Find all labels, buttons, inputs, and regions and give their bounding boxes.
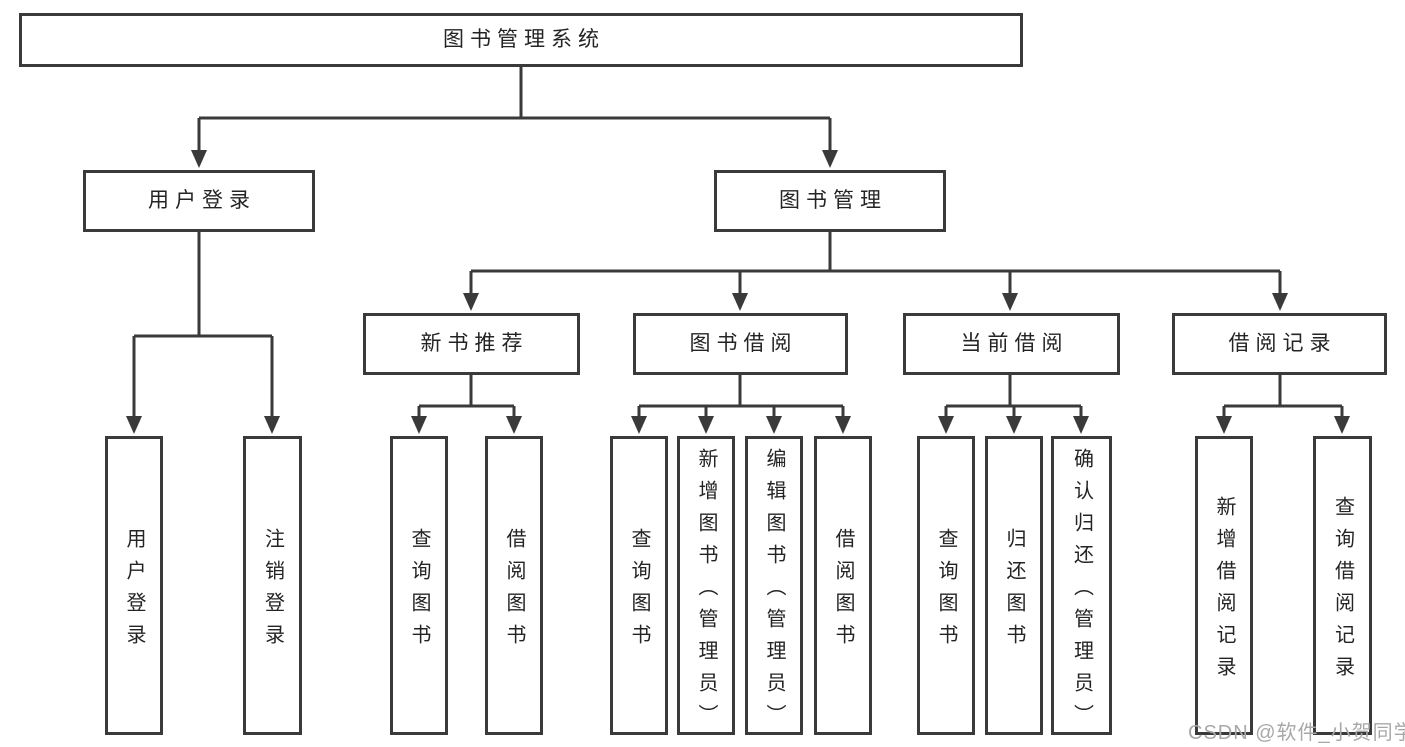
leaf-br-add-record: 新增借阅记录 xyxy=(1195,436,1253,735)
node-current-borrow-label: 当前借阅 xyxy=(960,332,1069,356)
user-login-connectors xyxy=(126,232,280,434)
leaf-group-connectors xyxy=(411,375,1350,434)
leaf-cb-return-book-label: 归还图书 xyxy=(1003,527,1025,656)
leaf-bb-query-book-label: 查询图书 xyxy=(628,527,650,656)
node-user-login-label: 用户登录 xyxy=(148,189,256,213)
node-borrow-records: 借阅记录 xyxy=(1172,313,1387,375)
leaf-cb-return-book: 归还图书 xyxy=(985,436,1043,735)
leaf-bb-borrow-book-label: 借阅图书 xyxy=(832,527,854,656)
leaf-bb-query-book: 查询图书 xyxy=(610,436,668,735)
connector-line xyxy=(132,232,274,418)
leaf-logout: 注销登录 xyxy=(243,436,302,735)
leaf-bb-add-book-admin-label: 新增图书（管理员） xyxy=(695,447,717,736)
leaf-bb-edit-book-admin-label: 编辑图书（管理员） xyxy=(763,447,785,736)
connector-line xyxy=(469,232,1282,295)
leaf-nbr-query-book-label: 查询图书 xyxy=(408,527,430,656)
arrowhead-down-icon xyxy=(264,416,280,434)
arrowhead-down-icon xyxy=(1334,416,1350,434)
leaf-nbr-query-book: 查询图书 xyxy=(390,436,448,735)
arrowhead-down-icon xyxy=(631,416,647,434)
book-mgmt-connectors xyxy=(463,232,1288,311)
node-book-mgmt-label: 图书管理 xyxy=(779,189,887,213)
arrowhead-down-icon xyxy=(126,416,142,434)
node-book-mgmt: 图书管理 xyxy=(714,170,946,232)
node-borrow-records-label: 借阅记录 xyxy=(1228,332,1337,356)
leaf-br-query-record-label: 查询借阅记录 xyxy=(1331,495,1354,688)
leaf-user-login-label: 用户登录 xyxy=(123,527,145,656)
arrowhead-down-icon xyxy=(698,416,714,434)
node-user-login: 用户登录 xyxy=(83,170,315,232)
leaf-br-add-record-label: 新增借阅记录 xyxy=(1213,495,1235,688)
arrowhead-down-icon xyxy=(191,150,207,168)
arrowhead-down-icon xyxy=(835,416,851,434)
node-new-book-rec: 新书推荐 xyxy=(363,313,580,375)
node-book-borrow: 图书借阅 xyxy=(633,313,848,375)
leaf-bb-edit-book-admin: 编辑图书（管理员） xyxy=(745,436,803,736)
leaf-br-query-record: 查询借阅记录 xyxy=(1313,436,1372,735)
node-book-borrow-label: 图书借阅 xyxy=(689,332,798,356)
root-connectors xyxy=(191,67,838,168)
leaf-cb-query-book-label: 查询图书 xyxy=(935,527,957,656)
node-root-label: 图书管理系统 xyxy=(443,28,605,52)
arrowhead-down-icon xyxy=(1216,416,1232,434)
arrowhead-down-icon xyxy=(732,293,748,311)
leaf-nbr-borrow-book: 借阅图书 xyxy=(485,436,543,735)
node-current-borrow: 当前借阅 xyxy=(903,313,1120,375)
leaf-nbr-borrow-book-label: 借阅图书 xyxy=(503,527,525,656)
leaf-bb-add-book-admin: 新增图书（管理员） xyxy=(677,436,735,736)
leaf-cb-confirm-return-admin-label: 确认归还（管理员） xyxy=(1070,447,1093,736)
arrowhead-down-icon xyxy=(1272,293,1288,311)
leaf-user-login: 用户登录 xyxy=(105,436,163,735)
leaf-cb-query-book: 查询图书 xyxy=(917,436,975,735)
arrowhead-down-icon xyxy=(1006,416,1022,434)
arrowhead-down-icon xyxy=(1002,293,1018,311)
arrowhead-down-icon xyxy=(822,150,838,168)
connector-line xyxy=(197,67,832,152)
arrowhead-down-icon xyxy=(506,416,522,434)
arrowhead-down-icon xyxy=(463,293,479,311)
leaf-cb-confirm-return-admin: 确认归还（管理员） xyxy=(1051,436,1112,736)
leaf-bb-borrow-book: 借阅图书 xyxy=(814,436,872,735)
node-new-book-rec-label: 新书推荐 xyxy=(420,332,529,356)
arrowhead-down-icon xyxy=(1073,416,1089,434)
node-root: 图书管理系统 xyxy=(19,13,1023,67)
connector-line xyxy=(417,375,1344,418)
arrowhead-down-icon xyxy=(938,416,954,434)
leaf-logout-label: 注销登录 xyxy=(261,527,284,656)
arrowhead-down-icon xyxy=(411,416,427,434)
arrowhead-down-icon xyxy=(766,416,782,434)
csdn-watermark: CSDN @软件_小贺同学 xyxy=(1188,722,1405,744)
